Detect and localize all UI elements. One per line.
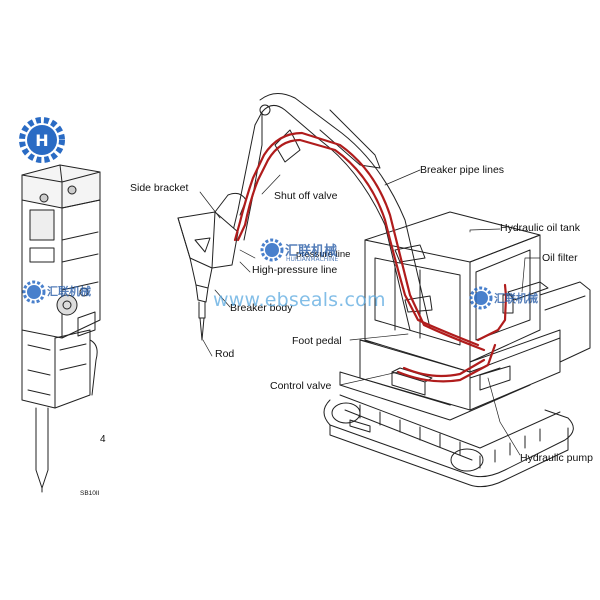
label-foot-pedal: Foot pedal bbox=[292, 335, 342, 347]
label-control-valve: Control valve bbox=[270, 380, 332, 392]
label-pressure-line-behind: pressure line bbox=[296, 249, 351, 260]
svg-text:4: 4 bbox=[100, 434, 106, 445]
breaker-unit-drawing: 4 bbox=[21, 164, 106, 493]
logo-gear-icon-small bbox=[260, 238, 284, 262]
label-high-pressure-line: High-pressure line bbox=[252, 264, 338, 276]
label-hydraulic-oil-tank: Hydraulic oil tank bbox=[500, 222, 580, 234]
logo-letter: H bbox=[35, 131, 48, 150]
watermark-url: www.ebseals.com bbox=[213, 289, 386, 311]
model-code: SB10II bbox=[80, 490, 100, 497]
label-rod: Rod bbox=[215, 348, 235, 360]
logo-gear-icon-small-left bbox=[22, 280, 46, 304]
watermark-cn-center: 汇联机械 bbox=[285, 244, 338, 259]
label-breaker-pipe-lines: Breaker pipe lines bbox=[420, 164, 505, 176]
label-side-bracket: Side bracket bbox=[130, 182, 189, 194]
label-hydraulic-pump: Hydraulic pump bbox=[520, 452, 593, 464]
watermark-en-center: HUILIANMACHINE bbox=[286, 256, 339, 263]
label-oil-filter: Oil filter bbox=[542, 252, 578, 264]
logo-gear-icon-large: H bbox=[19, 117, 65, 163]
label-breaker-body: Breaker body bbox=[230, 302, 293, 314]
leader-lines bbox=[199, 169, 541, 456]
watermark-cn-left: 汇联机械 bbox=[47, 285, 91, 298]
excavator-body-drawing bbox=[323, 211, 591, 488]
logo-gear-icon-small-right bbox=[469, 286, 493, 310]
breaker-pipe-lines bbox=[233, 131, 508, 383]
label-shut-off-valve: Shut off valve bbox=[274, 190, 338, 202]
boom-and-arm-drawing bbox=[177, 93, 433, 341]
watermark-cn-right: 汇联机械 bbox=[494, 292, 538, 305]
